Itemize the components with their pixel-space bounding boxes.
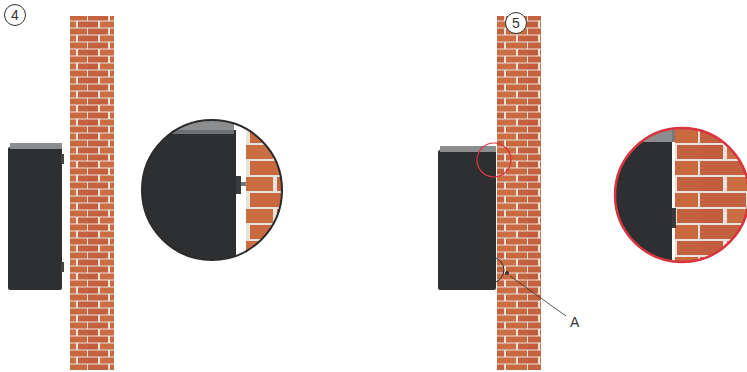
callout-letter: A <box>569 314 580 330</box>
charger-box <box>8 147 62 290</box>
step-number-circle: 5 <box>505 12 527 34</box>
step-number: 4 <box>11 8 19 22</box>
leader-line <box>510 276 566 316</box>
screw-circle <box>478 257 504 283</box>
brick-wall <box>70 16 114 370</box>
charger-box <box>438 150 496 290</box>
step-number: 5 <box>512 16 520 30</box>
zoom-detail <box>610 125 747 280</box>
brick-wall <box>497 16 541 370</box>
highlight-circle <box>477 143 511 177</box>
zoom-detail <box>140 118 296 280</box>
step-number-circle: 4 <box>4 4 26 26</box>
